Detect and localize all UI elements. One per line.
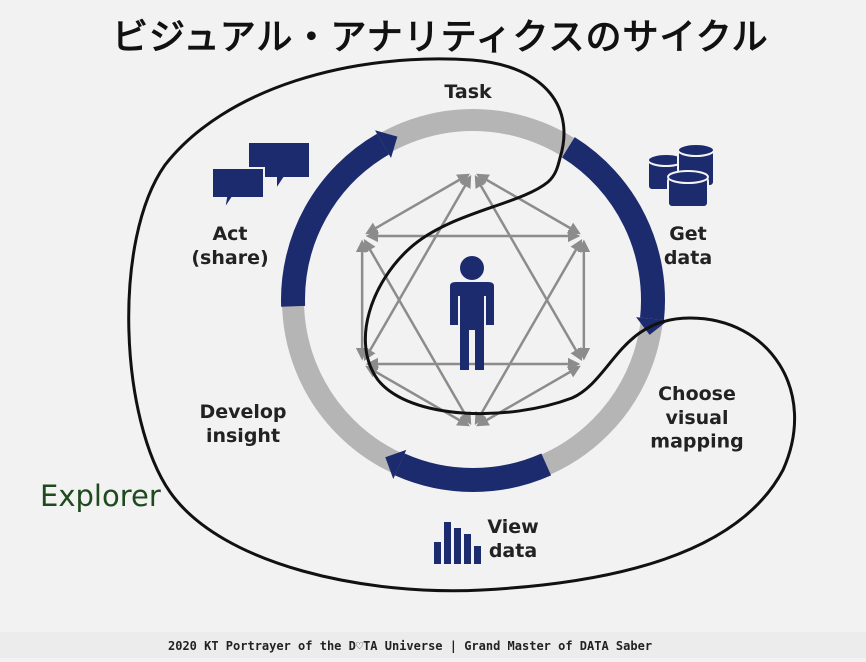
network-arrow [476, 365, 581, 427]
footer-text: 2020 KT Portrayer of the D♡TA Universe |… [168, 639, 653, 653]
database-icon [647, 143, 715, 208]
network-arrow [363, 239, 472, 425]
node-label-act-share: Act(share) [191, 223, 268, 269]
speech-bubbles-icon [211, 141, 311, 211]
network-arrow [476, 173, 581, 235]
arc-act-share-head [375, 130, 398, 158]
arc-get-data [561, 137, 665, 321]
arc-act-share [281, 133, 390, 307]
arrow-network [355, 173, 591, 427]
network-arrow [365, 173, 470, 235]
page-title: ビジュアル・アナリティクスのサイクル [112, 17, 769, 58]
explorer-label: Explorer [40, 479, 161, 513]
footer-bar [0, 632, 866, 658]
arc-view-data [394, 453, 552, 492]
bar-chart-icon [434, 522, 481, 564]
person-icon [450, 256, 494, 370]
cycle-arcs [281, 130, 668, 492]
node-label-task: Task [444, 81, 492, 103]
explorer-path [127, 57, 796, 593]
arc-view-data-head [385, 449, 407, 480]
network-arrow [365, 365, 470, 427]
